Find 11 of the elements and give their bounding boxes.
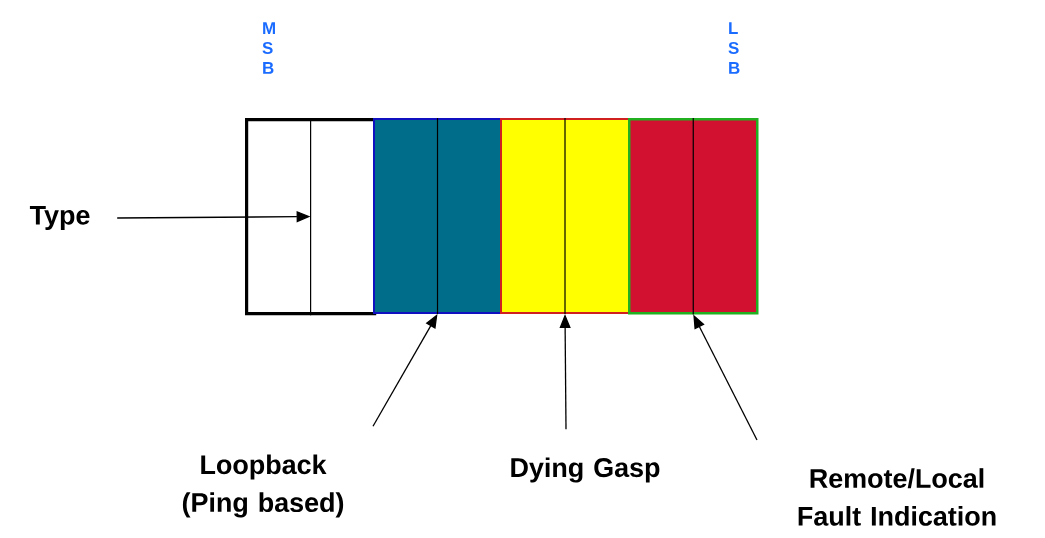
bit-field bbox=[500, 117, 630, 315]
bit-order-label: M S B bbox=[262, 22, 275, 74]
field-label: Dying Gasp bbox=[511, 457, 660, 483]
field-label: Remote/Local Fault Indication bbox=[798, 468, 996, 526]
bit-order-label: L S B bbox=[728, 22, 740, 74]
field-label: Loopback (Ping based) bbox=[182, 454, 344, 518]
bit-field bbox=[245, 117, 377, 316]
bit-field bbox=[628, 117, 759, 316]
arrow bbox=[372, 314, 438, 427]
bit-field bbox=[373, 117, 502, 315]
field-label: Type bbox=[29, 205, 90, 231]
